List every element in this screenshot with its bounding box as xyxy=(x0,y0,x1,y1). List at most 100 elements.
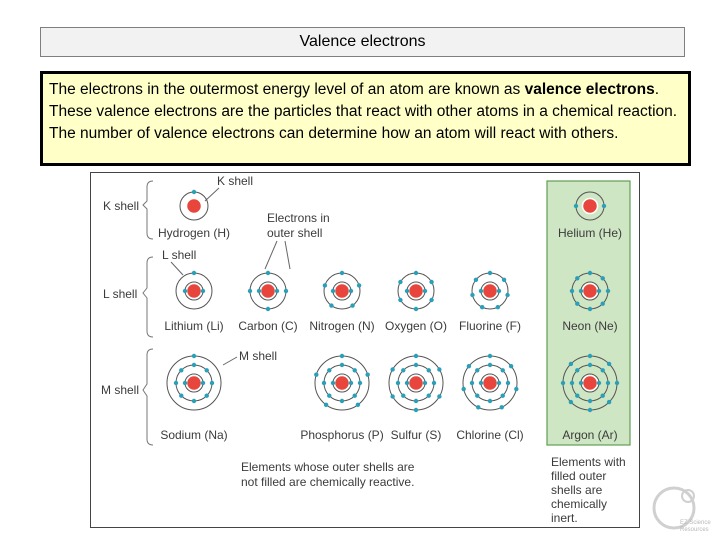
inner-electron xyxy=(587,362,593,368)
valence-electron xyxy=(398,297,403,303)
intro-lead: The electrons in the outermost energy le… xyxy=(49,81,521,98)
valence-electron xyxy=(350,303,355,308)
inner-electron xyxy=(200,288,206,294)
valence-electron xyxy=(413,306,419,312)
valence-electron xyxy=(322,283,328,288)
valence-electron xyxy=(323,402,329,408)
callout-k-line xyxy=(204,187,220,202)
callout-outer-pointer-b xyxy=(284,240,291,270)
inner-electron xyxy=(596,380,602,386)
inner-electron xyxy=(330,380,336,386)
inner-electron xyxy=(413,362,419,368)
inner-electron xyxy=(505,380,511,386)
inner-electron xyxy=(469,380,475,386)
valence-electron xyxy=(514,386,519,392)
valence-electron xyxy=(600,276,605,281)
callout-l-line xyxy=(170,261,184,276)
inner-electron xyxy=(404,288,410,294)
valence-electron xyxy=(339,353,345,359)
valence-electron xyxy=(476,405,481,410)
inner-electron xyxy=(327,368,332,373)
inner-electron xyxy=(575,393,580,398)
valence-electron xyxy=(560,380,566,386)
diagram-canvas: K shell L shell M shell K shell L shell … xyxy=(101,174,631,525)
element-label: Lithium (Li) xyxy=(164,319,223,333)
element-label: Chlorine (Cl) xyxy=(456,428,523,442)
valence-electron xyxy=(601,203,607,209)
nucleus xyxy=(333,282,351,300)
inner-electron xyxy=(413,398,419,404)
inner-electron xyxy=(357,380,363,386)
valence-electron xyxy=(191,270,197,276)
valence-electron xyxy=(265,270,271,276)
nucleus xyxy=(581,374,599,392)
nucleus xyxy=(481,282,499,300)
element-label: Sulfur (S) xyxy=(391,428,442,442)
valence-electron xyxy=(569,288,575,294)
shell-label-k: K shell xyxy=(103,199,139,213)
inner-electron xyxy=(352,368,357,373)
atom-group: Hydrogen (H)Helium (He)Lithium (Li)Carbo… xyxy=(158,189,622,442)
nucleus xyxy=(185,374,203,392)
element-label: Phosphorus (P) xyxy=(300,428,383,442)
callout-outer-pointer-a xyxy=(264,240,278,270)
callout-outer-line1: Electrons in xyxy=(267,211,330,225)
inner-electron xyxy=(605,380,611,386)
inner-electron xyxy=(475,368,480,373)
valence-electron xyxy=(487,353,493,359)
valence-electron xyxy=(568,399,574,405)
valence-electron xyxy=(466,363,472,369)
atom-phosphorus-p: Phosphorus (P) xyxy=(300,353,384,442)
valence-electron xyxy=(247,288,253,294)
nucleus xyxy=(185,197,203,215)
inner-electron xyxy=(600,393,605,398)
valence-electron xyxy=(470,292,475,298)
valence-electron xyxy=(600,301,605,306)
inner-electron xyxy=(422,380,428,386)
valence-electron xyxy=(505,292,510,298)
inner-electron xyxy=(422,288,428,294)
valence-electron xyxy=(429,297,434,303)
valence-electron xyxy=(191,189,197,195)
valence-electron xyxy=(605,288,611,294)
valence-electron xyxy=(573,203,579,209)
caption-reactive-line1: Elements whose outer shells are xyxy=(241,460,415,474)
element-label: Neon (Ne) xyxy=(562,319,617,333)
valence-electron xyxy=(356,283,362,288)
atom-chlorine-cl: Chlorine (Cl) xyxy=(456,353,524,442)
valence-electron xyxy=(390,367,395,372)
inner-electron xyxy=(496,288,502,294)
valence-electron-diagram: K shell L shell M shell K shell L shell … xyxy=(90,172,640,528)
intro-rest: . These valence electrons are the partic… xyxy=(49,81,678,142)
inner-electron xyxy=(600,368,605,373)
inner-electron xyxy=(327,393,332,398)
logo-text-1: EZ Science xyxy=(680,520,711,526)
intro-term: valence electrons xyxy=(524,81,655,98)
valence-electron xyxy=(587,306,593,312)
valence-electron xyxy=(413,407,419,413)
inner-electron xyxy=(348,380,354,386)
inner-electron xyxy=(496,380,502,386)
valence-electron xyxy=(437,367,442,372)
valence-electron xyxy=(508,363,514,369)
callout-m-line xyxy=(222,356,238,366)
atom-neon-ne: Neon (Ne) xyxy=(562,270,618,333)
inner-electron xyxy=(182,380,188,386)
inner-electron xyxy=(339,362,345,368)
inner-electron xyxy=(478,380,484,386)
page-title: Valence electrons xyxy=(40,27,685,57)
inner-electron xyxy=(191,398,197,404)
valence-electron xyxy=(568,361,574,367)
atom-fluorine-f: Fluorine (F) xyxy=(459,270,521,333)
callout-l-shell: L shell xyxy=(162,248,196,262)
inner-electron xyxy=(587,398,593,404)
element-label: Hydrogen (H) xyxy=(158,226,230,240)
inner-electron xyxy=(487,398,493,404)
inner-electron xyxy=(256,288,262,294)
caption-inert-line2: filled outer xyxy=(551,469,606,483)
inner-electron xyxy=(404,380,410,386)
inner-electron xyxy=(575,368,580,373)
callout-outer-line2: outer shell xyxy=(267,226,322,240)
inner-electron xyxy=(352,393,357,398)
valence-electron xyxy=(191,353,197,359)
